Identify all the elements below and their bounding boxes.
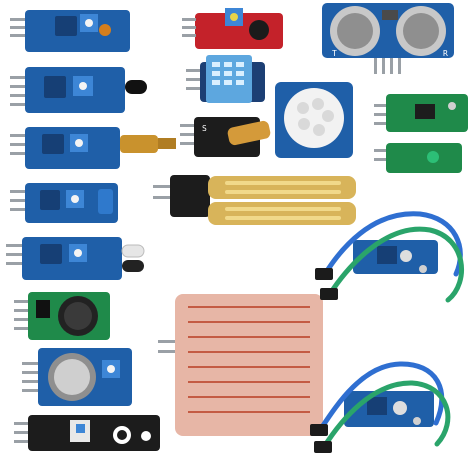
tilt-sensor-module <box>10 183 118 223</box>
wireless-module-1 <box>374 94 468 132</box>
radar-r-label: R <box>443 49 448 58</box>
dht-sensor-module <box>186 55 265 103</box>
jumper-wire-bottom <box>310 361 451 453</box>
wireless-module-2 <box>374 143 462 173</box>
rtc-module <box>14 292 110 340</box>
ir-sensor-module <box>6 237 145 280</box>
radar-t-label: T <box>332 49 337 58</box>
relay-s-label: S <box>202 124 207 133</box>
gas-sensor-module <box>22 348 132 406</box>
tracking-sensor-module <box>14 415 160 451</box>
vibration-sensor-module <box>10 127 176 169</box>
rain-sensor-plate <box>158 294 323 436</box>
soil-moisture-probe <box>153 175 356 225</box>
jumper-wire-top <box>315 211 464 303</box>
sound-sensor-module <box>182 8 283 49</box>
pir-sensor-module <box>275 82 353 158</box>
sensor-module-1 <box>10 10 130 52</box>
laser-module: S <box>180 117 271 157</box>
ultrasonic-sensor-module: T R <box>322 3 454 74</box>
flame-sensor-module <box>10 67 147 113</box>
small-blue-sensor-top <box>353 240 438 274</box>
